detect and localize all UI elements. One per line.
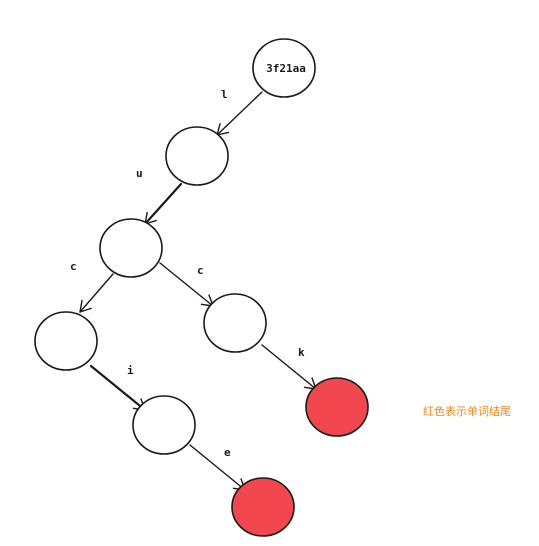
- edge-label-l: l: [221, 88, 228, 101]
- trie-node-root: [252, 38, 316, 98]
- edge-node3-to-node5: [89, 364, 147, 412]
- edge-label-c-left: c: [70, 260, 77, 273]
- edge-node1-to-node2: [143, 182, 183, 226]
- edge-label-i: i: [127, 364, 134, 377]
- legend-text: 红色表示单词结尾: [423, 405, 511, 418]
- trie-node: [34, 311, 98, 371]
- word-end-node: [305, 377, 369, 437]
- edge-label-e: e: [224, 446, 231, 459]
- edge-label-u: u: [136, 167, 143, 180]
- nodes: 3f21aa: [34, 38, 369, 537]
- edge-label-k: k: [298, 346, 305, 359]
- edge-node2-to-node4: [159, 262, 214, 307]
- root-node-label: 3f21aa: [266, 62, 306, 75]
- edges: [79, 91, 317, 491]
- trie-node: [165, 126, 229, 186]
- trie-node: [99, 218, 163, 278]
- edge-labels: l u c c i k e: [70, 88, 305, 459]
- word-end-node: [231, 477, 295, 537]
- edge-node5-to-end2: [189, 444, 246, 491]
- trie-node: [203, 293, 267, 353]
- edge-label-c-right: c: [197, 264, 204, 277]
- edge-node2-to-node3: [79, 273, 114, 313]
- trie-node: [132, 395, 196, 455]
- edge-node4-to-end1: [261, 344, 317, 390]
- edge-root-to-node1: [216, 91, 263, 136]
